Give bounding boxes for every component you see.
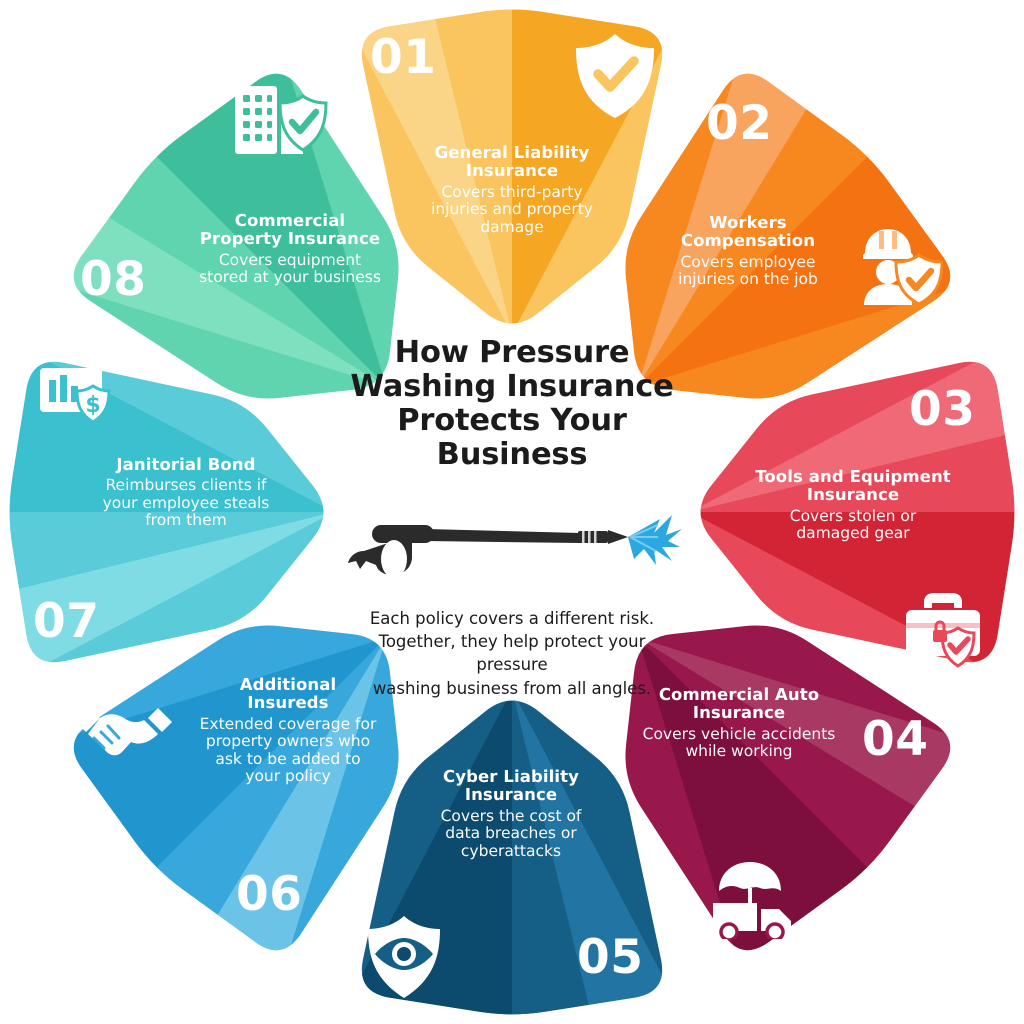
- petal-facets: [9, 361, 324, 663]
- petal-facets: [361, 700, 663, 1015]
- pressure-washer-gun-icon: [348, 514, 682, 578]
- petal-07[interactable]: [0, 168, 334, 857]
- petal-facets: [361, 9, 663, 324]
- petal-facets: [700, 361, 1015, 663]
- center-subtitle: Each policy covers a different risk.Toge…: [369, 608, 655, 698]
- petal-03[interactable]: [690, 168, 1024, 857]
- petal-06[interactable]: [0, 625, 399, 1024]
- petal-04[interactable]: [625, 625, 1024, 1024]
